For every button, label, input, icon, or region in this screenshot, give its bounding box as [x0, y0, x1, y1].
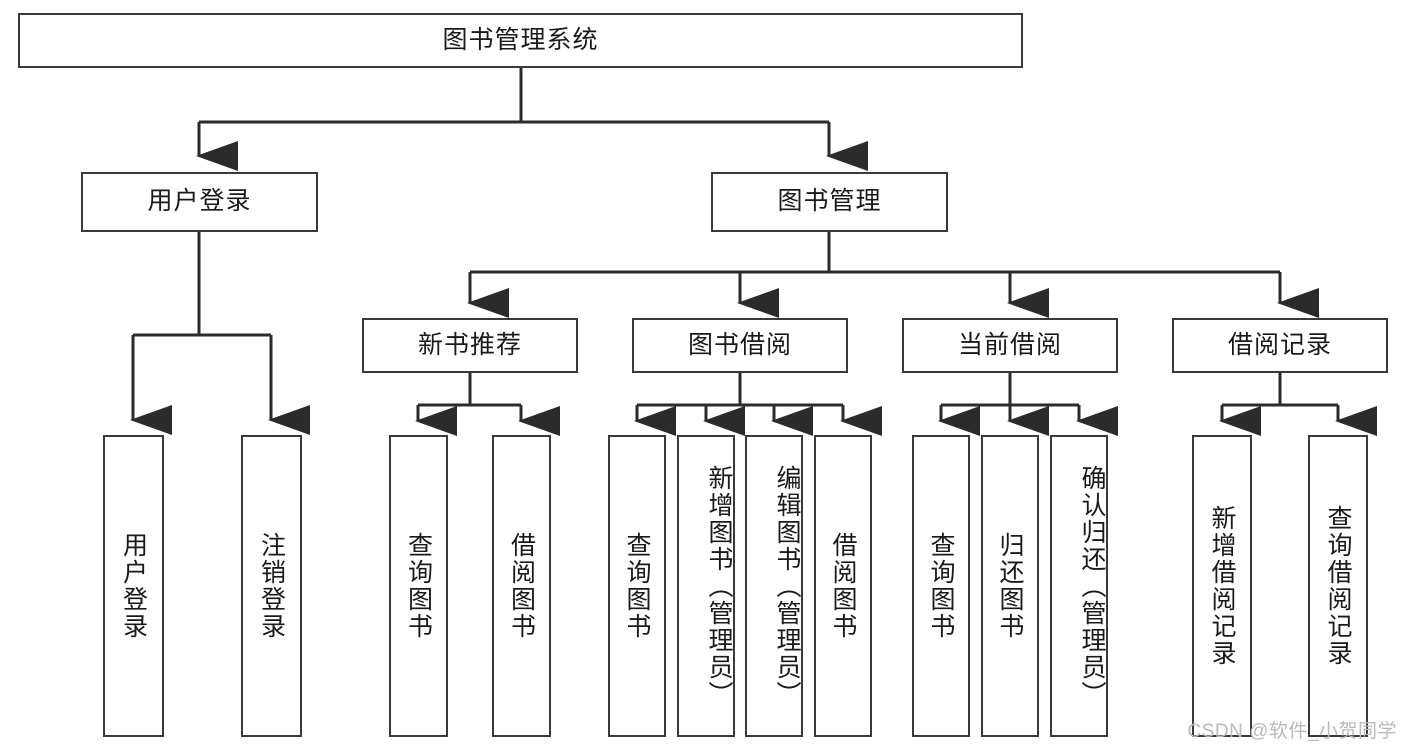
node-label: 编辑图书（管理员）: [773, 464, 801, 708]
node-label: 图书管理: [777, 187, 882, 216]
node-label: 用户登录: [147, 187, 252, 216]
node-label: 查询借阅记录: [1324, 505, 1352, 667]
node-label: 查询图书: [404, 532, 433, 640]
leaf-record-add-record[interactable]: 新增借阅记录: [1192, 435, 1252, 737]
node-new-book-recommend[interactable]: 新书推荐: [362, 318, 578, 373]
node-label: 当前借阅: [957, 330, 1062, 359]
node-root-system[interactable]: 图书管理系统: [18, 13, 1023, 68]
node-label: 新增图书（管理员）: [705, 464, 733, 708]
leaf-current-return-book[interactable]: 归还图书: [981, 435, 1039, 737]
node-book-management[interactable]: 图书管理: [711, 172, 948, 232]
node-user-login[interactable]: 用户登录: [81, 172, 318, 232]
leaf-recommend-query-book[interactable]: 查询图书: [389, 435, 448, 737]
node-label: 注销登录: [257, 532, 286, 640]
node-label: 图书管理系统: [442, 25, 599, 54]
node-label: 借阅记录: [1227, 330, 1332, 359]
leaf-borrow-borrow-book[interactable]: 借阅图书: [814, 435, 872, 737]
node-label: 借阅图书: [507, 532, 536, 640]
node-borrow-record[interactable]: 借阅记录: [1172, 318, 1388, 373]
node-label: 确认归还（管理员）: [1078, 464, 1106, 708]
node-label: 归还图书: [996, 532, 1024, 640]
node-label: 查询图书: [623, 532, 651, 640]
node-book-borrow[interactable]: 图书借阅: [632, 318, 848, 373]
leaf-current-query-book[interactable]: 查询图书: [912, 435, 970, 737]
node-label: 新书推荐: [417, 330, 522, 359]
watermark-text: CSDN @软件_小贺同学: [1187, 721, 1397, 742]
leaf-recommend-borrow-book[interactable]: 借阅图书: [492, 435, 551, 737]
node-current-borrow[interactable]: 当前借阅: [902, 318, 1118, 373]
leaf-current-confirm-return-admin[interactable]: 确认归还（管理员）: [1050, 435, 1108, 737]
leaf-user-login-signin[interactable]: 用户登录: [103, 435, 164, 737]
node-label: 新增借阅记录: [1208, 505, 1236, 667]
node-label: 用户登录: [119, 532, 148, 640]
leaf-borrow-query-book[interactable]: 查询图书: [608, 435, 666, 737]
node-label: 借阅图书: [829, 532, 857, 640]
node-label: 查询图书: [927, 532, 955, 640]
leaf-record-query-record[interactable]: 查询借阅记录: [1308, 435, 1368, 737]
leaf-borrow-add-book-admin[interactable]: 新增图书（管理员）: [677, 435, 735, 737]
leaf-borrow-edit-book-admin[interactable]: 编辑图书（管理员）: [745, 435, 803, 737]
leaf-user-login-signout[interactable]: 注销登录: [241, 435, 302, 737]
node-label: 图书借阅: [687, 330, 792, 359]
